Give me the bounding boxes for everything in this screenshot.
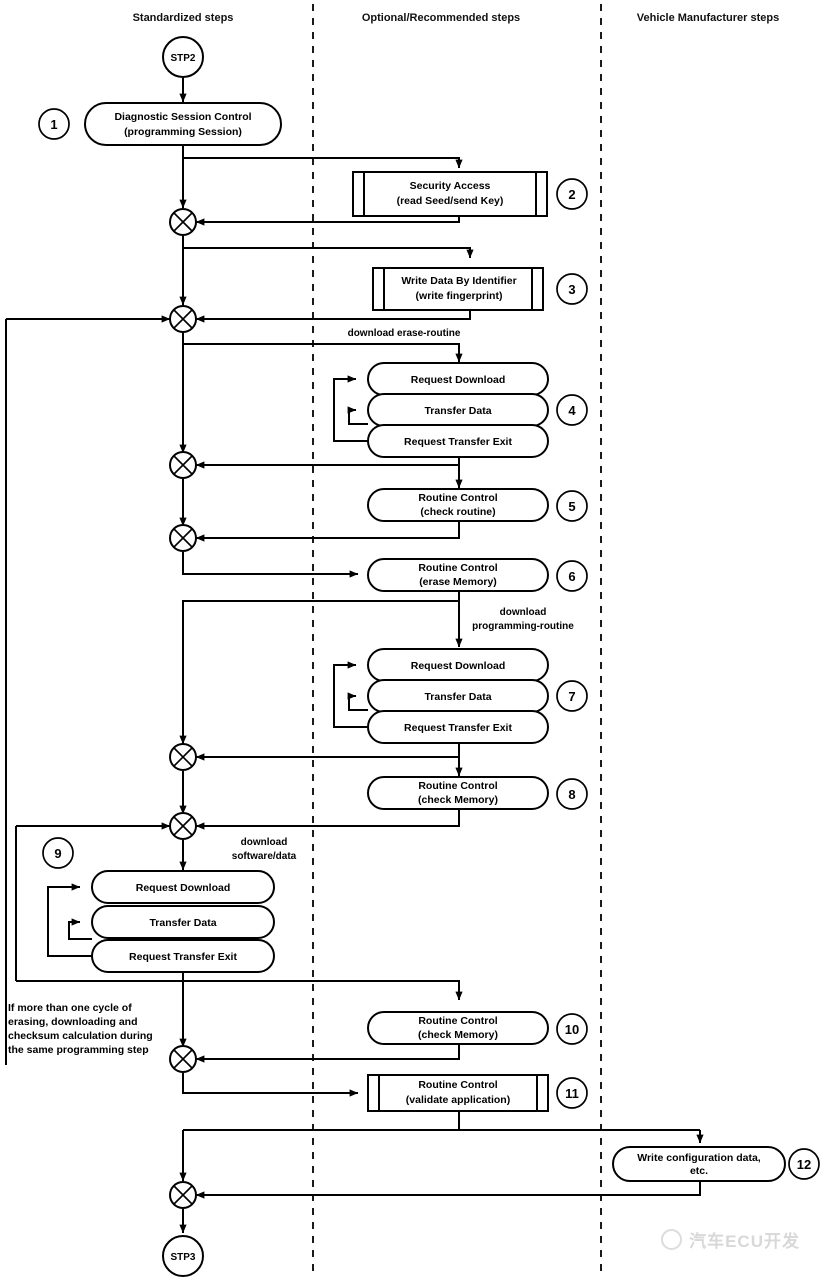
- merge-node-e: [169, 743, 197, 771]
- step-1-line1: Diagnostic Session Control: [114, 111, 251, 123]
- step-3-badge: 3: [556, 273, 588, 305]
- step-10-line2: (check Memory): [418, 1029, 498, 1041]
- step-7-item-0: Request Download: [411, 660, 506, 672]
- step-11-number: 11: [565, 1086, 579, 1101]
- watermark: 汽车ECU开发: [661, 1227, 800, 1252]
- step-4-item-2: Request Transfer Exit: [404, 436, 512, 448]
- merge-node-f: [169, 812, 197, 840]
- note-line-0: If more than one cycle of: [8, 1002, 132, 1014]
- step-12-badge: 12: [788, 1148, 820, 1180]
- step-3-line2: (write fingerprint): [416, 290, 503, 302]
- step-9-item-0: Request Download: [136, 882, 231, 894]
- edge-label-programming-routine-1: download: [500, 607, 547, 618]
- step-2-line2: (read Seed/send Key): [397, 195, 504, 207]
- merge-node-b: [169, 305, 197, 333]
- merge-node-a: [169, 208, 197, 236]
- step-5-node[interactable]: Routine Control (check routine): [367, 488, 549, 522]
- watermark-text: 汽车ECU开发: [689, 1232, 800, 1251]
- step-6-line2: (erase Memory): [419, 576, 497, 588]
- step-9-node[interactable]: Request Download Transfer Data Request T…: [47, 870, 275, 973]
- edge-label-software-data-1: download: [241, 837, 288, 848]
- step-4-item-0: Request Download: [411, 374, 506, 386]
- step-4-number: 4: [568, 403, 576, 418]
- step-3-node[interactable]: Write Data By Identifier (write fingerpr…: [372, 267, 544, 311]
- step-11-line2: (validate application): [406, 1094, 510, 1106]
- step-1-number: 1: [50, 117, 57, 132]
- step-8-line1: Routine Control: [418, 780, 497, 792]
- step-1-badge: 1: [38, 108, 70, 140]
- step-5-badge: 5: [556, 490, 588, 522]
- note-line-2: checksum calculation during: [8, 1030, 153, 1042]
- step-6-node[interactable]: Routine Control (erase Memory): [367, 558, 549, 592]
- terminator-end[interactable]: STP3: [162, 1235, 204, 1277]
- connectors: [5, 77, 704, 1234]
- step-3-line1: Write Data By Identifier: [401, 275, 516, 287]
- lane-title-manufacturer: Vehicle Manufacturer steps: [637, 12, 779, 24]
- terminator-start[interactable]: STP2: [162, 36, 204, 78]
- edge-label-erase-routine: download erase-routine: [348, 328, 461, 339]
- step-6-badge: 6: [556, 560, 588, 592]
- step-1-node[interactable]: Diagnostic Session Control (programming …: [84, 102, 282, 146]
- merge-nodes: [169, 208, 197, 1209]
- step-2-line1: Security Access: [410, 180, 491, 192]
- terminator-start-label: STP2: [170, 53, 195, 64]
- note-line-3: the same programming step: [8, 1044, 149, 1056]
- step-5-line1: Routine Control: [418, 492, 497, 504]
- step-12-line2: etc.: [690, 1165, 708, 1177]
- step-2-number: 2: [568, 187, 575, 202]
- step-2-badge: 2: [556, 178, 588, 210]
- step-7-badge: 7: [556, 680, 588, 712]
- merge-node-h: [169, 1181, 197, 1209]
- step-8-number: 8: [568, 787, 575, 802]
- multi-cycle-note: If more than one cycle of erasing, downl…: [8, 1002, 153, 1056]
- step-3-number: 3: [568, 282, 575, 297]
- step-8-node[interactable]: Routine Control (check Memory): [367, 776, 549, 810]
- step-9-item-2: Request Transfer Exit: [129, 951, 237, 963]
- step-12-node[interactable]: Write configuration data, etc.: [612, 1146, 786, 1182]
- note-line-1: erasing, downloading and: [8, 1016, 138, 1028]
- step-9-item-1: Transfer Data: [149, 917, 216, 929]
- step-10-line1: Routine Control: [418, 1015, 497, 1027]
- lane-title-standardized: Standardized steps: [133, 12, 234, 24]
- step-7-item-1: Transfer Data: [424, 691, 491, 703]
- step-10-badge: 10: [556, 1013, 588, 1045]
- step-7-number: 7: [568, 689, 575, 704]
- step-12-number: 12: [797, 1157, 811, 1172]
- step-8-badge: 8: [556, 778, 588, 810]
- edge-label-programming-routine-2: programming-routine: [472, 621, 574, 632]
- step-11-line1: Routine Control: [418, 1079, 497, 1091]
- step-4-badge: 4: [556, 394, 588, 426]
- step-10-number: 10: [565, 1022, 579, 1037]
- step-12-line1: Write configuration data,: [637, 1152, 761, 1164]
- step-11-badge: 11: [556, 1077, 588, 1109]
- watermark-ring-icon: [661, 1229, 683, 1250]
- step-9-badge: 9: [42, 837, 74, 869]
- lane-title-optional: Optional/Recommended steps: [362, 12, 520, 24]
- step-2-node[interactable]: Security Access (read Seed/send Key): [352, 171, 548, 217]
- terminator-end-label: STP3: [170, 1252, 195, 1263]
- step-10-node[interactable]: Routine Control (check Memory): [367, 1011, 549, 1045]
- edge-label-software-data-2: software/data: [232, 851, 297, 862]
- step-4-item-1: Transfer Data: [424, 405, 491, 417]
- merge-node-c: [169, 451, 197, 479]
- merge-node-g: [169, 1045, 197, 1073]
- step-5-number: 5: [568, 499, 575, 514]
- step-7-node[interactable]: Request Download Transfer Data Request T…: [333, 648, 549, 744]
- step-6-line1: Routine Control: [418, 562, 497, 574]
- merge-node-d: [169, 524, 197, 552]
- step-8-line2: (check Memory): [418, 794, 498, 806]
- step-7-item-2: Request Transfer Exit: [404, 722, 512, 734]
- step-5-line2: (check routine): [420, 506, 495, 518]
- step-11-node[interactable]: Routine Control (validate application): [367, 1074, 549, 1112]
- step-9-number: 9: [54, 846, 61, 861]
- step-1-line2: (programming Session): [124, 126, 242, 138]
- step-4-node[interactable]: Request Download Transfer Data Request T…: [333, 362, 549, 458]
- step-6-number: 6: [568, 569, 575, 584]
